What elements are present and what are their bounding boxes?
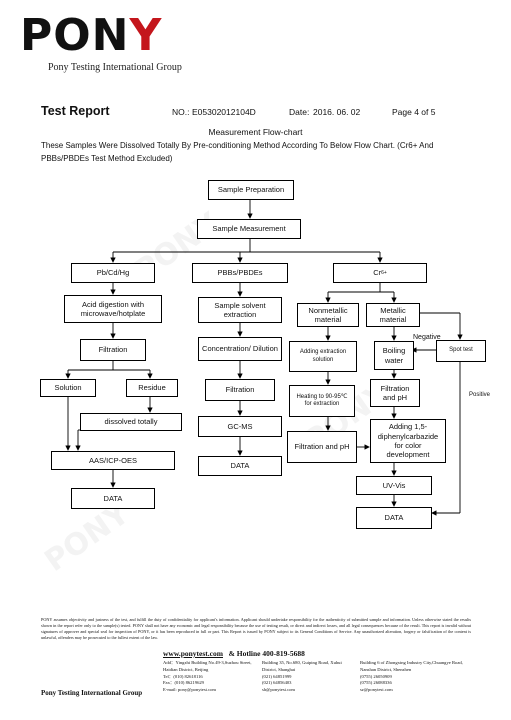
intro-text: These Samples Were Dissolved Totally By …	[41, 141, 434, 163]
dissolved-totally-box: dissolved totally	[80, 413, 182, 431]
positive-label: Positive	[469, 392, 491, 398]
acid-digestion-box: Acid digestion with microwave/hotplate	[64, 295, 162, 323]
filtration-box: Filtration	[80, 339, 146, 361]
gc-ms-box: GC-MS	[198, 416, 282, 437]
date-label: Date:	[289, 107, 310, 117]
group-name: Pony Testing International Group	[41, 689, 143, 697]
footer-contact: www.ponytest.com & Hotline 400-819-5688	[163, 649, 305, 658]
hotline-text: & Hotline 400-819-5688	[228, 649, 305, 658]
website-link[interactable]: www.ponytest.com	[163, 649, 223, 658]
sample-measurement-box: Sample Measurement	[197, 219, 301, 239]
logo-text-left: PON	[20, 10, 130, 61]
cr-superscript: 6+	[381, 269, 387, 276]
report-no-label: NO.:	[172, 107, 190, 117]
date-value: 2016. 06. 02	[313, 107, 361, 117]
pbbs-pbdes-box: PBBs/PBDEs	[192, 263, 288, 283]
nonmetallic-material-box: Nonmetallic material	[297, 303, 359, 327]
negative-label: Negative	[413, 334, 441, 341]
adding-extraction-box: Adding extraction solution	[289, 341, 357, 372]
adding-dpc-box: Adding 1,5-diphenylcarbazide for color d…	[370, 419, 446, 463]
address-beijing: Add：Yingzhi Building No.49-3,Suzhou Stre…	[163, 660, 252, 693]
boiling-water-box: Boiling water	[374, 341, 414, 370]
page-number: Page 4 of 5	[392, 107, 436, 117]
pony-logo: PONY	[20, 14, 162, 58]
uv-vis-box: UV-Vis	[356, 476, 432, 495]
metallic-material-box: Metallic material	[366, 303, 420, 327]
concentration-dilution-box: Concentration/ Dilution	[198, 337, 282, 361]
cr-label: Cr	[373, 268, 382, 278]
data-pbb-box: DATA	[198, 456, 282, 476]
data-cr-box: DATA	[356, 507, 432, 529]
solvent-extraction-box: Sample solvent extraction	[198, 297, 282, 323]
disclaimer-text: PONY assumes objectivity and justness of…	[41, 617, 471, 640]
solution-box: Solution	[40, 379, 96, 397]
section-title: Measurement Flow-chart	[208, 127, 303, 137]
heating-box: Heating to 90-95℃ for extraction	[289, 385, 355, 417]
aas-icp-oes-box: AAS/ICP-OES	[51, 451, 175, 470]
logo-text-right: Y	[129, 10, 163, 61]
spot-test-box: Spot test	[436, 340, 486, 362]
logo-subtitle: Pony Testing International Group	[48, 62, 182, 73]
report-title: Test Report	[41, 104, 110, 118]
report-no-value: E05302012104D	[192, 107, 256, 117]
filtration-ph-metal-box: Filtration and pH	[370, 379, 420, 407]
sample-preparation-box: Sample Preparation	[208, 180, 294, 200]
address-shenzhen: Building 6 of Zhongxing Industry City,Ch…	[360, 660, 463, 693]
address-shanghai: Building 35, No.680, Guiping Road, Xuhui…	[262, 660, 342, 693]
filtration-and-ph-box: Filtration and pH	[287, 431, 357, 463]
filtration-pbb-box: Filtration	[205, 379, 275, 401]
residue-box: Residue	[126, 379, 178, 397]
data-pb-box: DATA	[71, 488, 155, 509]
pb-cd-hg-box: Pb/Cd/Hg	[71, 263, 155, 283]
